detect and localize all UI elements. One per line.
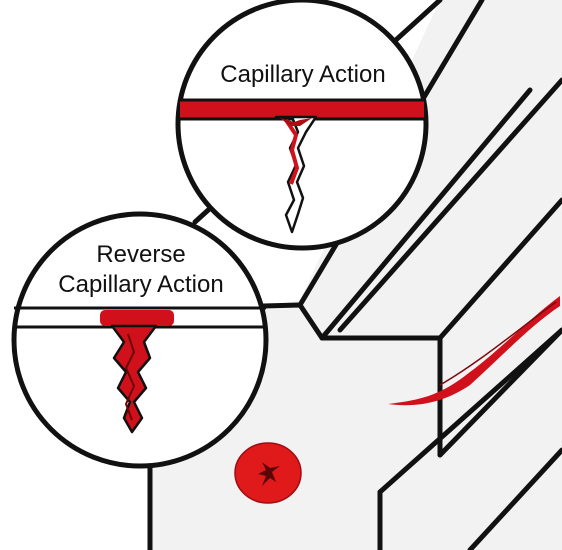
diagonal-edge-2 xyxy=(319,87,533,341)
label-reverse-line1: Reverse xyxy=(96,241,186,268)
blood-drop xyxy=(234,442,302,504)
callout-capillary-action xyxy=(175,0,429,251)
far-right-edge xyxy=(467,447,562,550)
reverse-crack xyxy=(110,324,158,434)
capillary-crack xyxy=(274,115,318,234)
label-capillary-action: Capillary Action xyxy=(220,61,386,88)
lower-diagonal-edge xyxy=(377,327,562,495)
callout-reverse-capillary-action xyxy=(11,211,269,469)
label-reverse-line2: Capillary Action xyxy=(58,271,224,298)
diagonal-edge-4 xyxy=(437,197,562,341)
blood-streak xyxy=(388,296,560,406)
label-reverse-capillary-action: Reverse Capillary Action xyxy=(30,240,252,300)
diagonal-edge-3 xyxy=(337,77,562,333)
